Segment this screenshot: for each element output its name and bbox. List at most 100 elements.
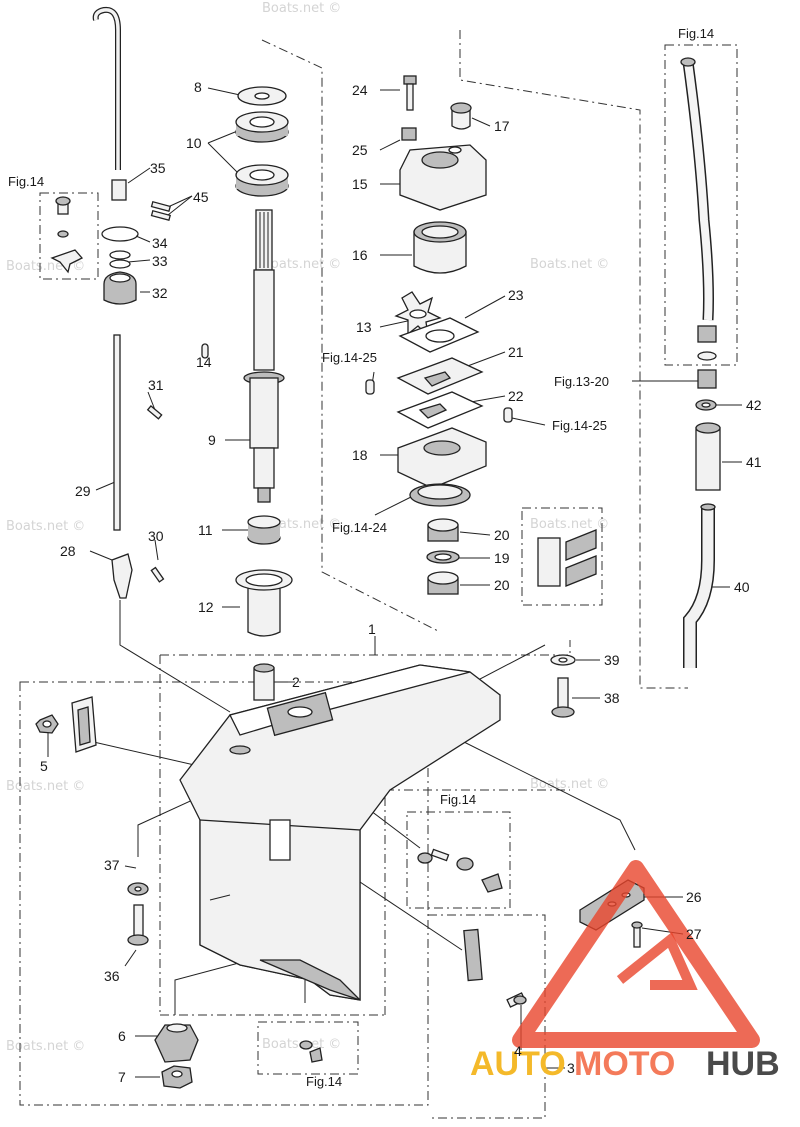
watermark: Boats.net © [6, 519, 85, 534]
part-33-orings [109, 250, 131, 269]
label-32: 32 [152, 285, 168, 301]
part-37-washer [127, 882, 149, 896]
part-22-gasket [396, 391, 484, 429]
part-19-spacer [426, 550, 460, 564]
fig-ref-bottom: Fig.14 [306, 1074, 342, 1089]
autmotohub-logo: AUTO MOTO HUB [470, 860, 780, 1083]
label-42: 42 [746, 397, 762, 413]
label-7: 7 [118, 1069, 126, 1085]
part-27-screw [631, 921, 643, 948]
label-11: 11 [198, 522, 213, 538]
fig-ref-14-25-a: Fig.14-25 [322, 350, 377, 365]
part-42-grommet [695, 399, 717, 411]
part-24-bolt [403, 75, 417, 111]
label-25: 25 [352, 142, 368, 158]
fig-ref-mid: Fig.14 [440, 792, 476, 807]
label-20: 20 [494, 527, 510, 543]
watermark: Boats.net © [530, 257, 609, 272]
label-12: 12 [198, 599, 214, 615]
part-34-oring [101, 226, 139, 242]
label-26: 26 [686, 889, 702, 905]
fig14-left-parts [50, 196, 84, 274]
label-16: 16 [352, 247, 368, 263]
label-1: 1 [368, 621, 376, 637]
part-18-pump-base [397, 427, 487, 489]
label-36: 36 [104, 968, 120, 984]
label-33: 33 [152, 253, 168, 269]
watermark: Boats.net © [530, 777, 609, 792]
fig13-20-grommet [697, 369, 717, 389]
label-2: 2 [292, 674, 300, 690]
fig14-mid-parts [417, 848, 503, 893]
part-31-pin [146, 405, 163, 420]
part-5-nut [35, 714, 59, 734]
part-14-key [201, 343, 209, 359]
label-27: 27 [686, 926, 702, 942]
label-20: 20 [494, 577, 510, 593]
label-23: 23 [508, 287, 524, 303]
watermark: Boats.net © [262, 1, 341, 16]
part-30-pin [150, 566, 165, 583]
fig-ref-14-25-b: Fig.14-25 [552, 418, 607, 433]
part-23-gasket [398, 317, 480, 353]
fig14-25-dowel-pins [365, 379, 513, 423]
part-11-bushing [247, 515, 281, 545]
label-35: 35 [150, 160, 166, 176]
label-24: 24 [352, 82, 368, 98]
watermark: Boats.net © [6, 1039, 85, 1054]
watermark: Boats.net © [262, 517, 341, 532]
label-21: 21 [508, 344, 524, 360]
part-32-boot [103, 271, 137, 305]
label-17: 17 [494, 118, 510, 134]
fig14-water-tube [680, 57, 717, 361]
fig-ref-14-24: Fig.14-24 [332, 520, 387, 535]
dashed-group-lines [19, 30, 738, 1119]
label-22: 22 [508, 388, 524, 404]
part-number-labels: 8 10 35 45 34 33 32 31 29 30 28 14 9 11 … [40, 79, 762, 1085]
watermark: Boats.net © [6, 779, 85, 794]
part-9-driveshaft [243, 209, 285, 503]
logo-text-hub: HUB [706, 1045, 780, 1083]
logo-text-auto: AUTO [470, 1045, 566, 1083]
label-28: 28 [60, 543, 76, 559]
part-4-bolt [506, 992, 527, 1008]
label-9: 9 [208, 432, 216, 448]
label-13: 13 [356, 319, 372, 335]
part-3-trim-tab [463, 928, 483, 982]
label-30: 30 [148, 528, 164, 544]
fig14-24-seal [409, 483, 471, 507]
label-19: 19 [494, 550, 510, 566]
part-16-insert-cartridge [413, 221, 467, 274]
part-29-shift-rod [92, 6, 121, 531]
label-45: 45 [193, 189, 209, 205]
fig14-bottom-parts [299, 1040, 323, 1063]
part-10-bearings [235, 111, 289, 197]
part-35-sleeve [111, 179, 127, 201]
label-34: 34 [152, 235, 168, 251]
part-28-shift-cam [111, 553, 133, 599]
fig-ref-13-20: Fig.13-20 [554, 374, 609, 389]
label-8: 8 [194, 79, 202, 95]
part-25-washer [401, 127, 417, 141]
fig-ref-top-right: Fig.14 [678, 26, 714, 41]
label-6: 6 [118, 1028, 126, 1044]
label-39: 39 [604, 652, 620, 668]
label-10: 10 [186, 135, 202, 151]
label-29: 29 [75, 483, 91, 499]
label-40: 40 [734, 579, 750, 595]
label-37: 37 [104, 857, 120, 873]
part-36-bolt [127, 904, 149, 946]
label-4: 4 [514, 1043, 522, 1059]
part-8-washer [237, 86, 287, 106]
part-39-washer [550, 654, 576, 666]
watermark: Boats.net © [530, 517, 609, 532]
figure-references: Fig.14 Fig.14 Fig.14 Fig.14 Fig.14-25 Fi… [8, 26, 714, 1089]
logo-text-moto: MOTO [574, 1045, 675, 1083]
label-31: 31 [148, 377, 164, 393]
part-41-tube-seal [695, 422, 721, 491]
part-15-pump-housing [399, 144, 487, 211]
part-12-sleeve [235, 569, 293, 637]
part-45-pins [150, 200, 172, 222]
part-20-seals [427, 518, 459, 595]
